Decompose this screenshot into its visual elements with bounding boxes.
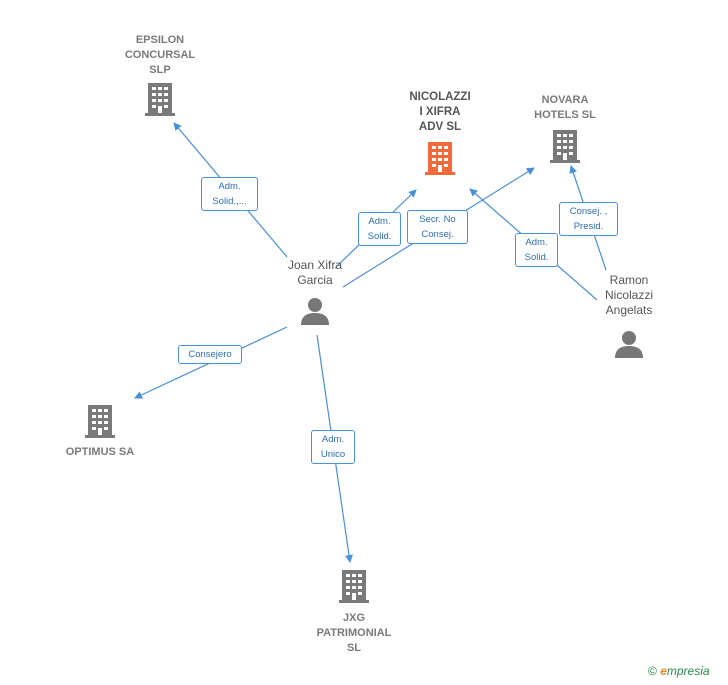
edge-label-joan-novara[interactable]: Secr. No Consej. bbox=[407, 210, 468, 244]
company-node-nicolazzi[interactable]: NICOLAZZI I XIFRA ADV SL bbox=[390, 90, 490, 181]
person-node-joan[interactable]: Joan Xifra Garcia bbox=[270, 258, 360, 331]
company-label-novara: NOVARA HOTELS SL bbox=[534, 94, 596, 121]
building-icon bbox=[425, 142, 455, 175]
edge-label-joan-optimus[interactable]: Consejero bbox=[178, 345, 242, 364]
building-icon bbox=[145, 83, 175, 116]
edge-label-ramon-novara[interactable]: Consej. , Presid. bbox=[559, 202, 618, 236]
brand-initial: e bbox=[660, 664, 667, 678]
person-node-ramon[interactable]: Ramon Nicolazzi Angelats bbox=[584, 273, 674, 364]
company-label-optimus: OPTIMUS SA bbox=[65, 446, 135, 458]
company-node-optimus[interactable]: OPTIMUS SA bbox=[50, 403, 150, 460]
person-label-ramon: Ramon Nicolazzi Angelats bbox=[604, 273, 653, 317]
edge-label-joan-epsilon[interactable]: Adm. Solid.,... bbox=[201, 177, 258, 211]
company-node-jxg[interactable]: JXG PATRIMONIAL SL bbox=[304, 568, 404, 656]
company-node-novara[interactable]: NOVARA HOTELS SL bbox=[515, 93, 615, 169]
brand-name: mpresia bbox=[666, 664, 710, 678]
copyright-symbol: © bbox=[648, 664, 657, 678]
building-icon bbox=[550, 130, 580, 163]
person-icon bbox=[301, 298, 329, 325]
edge-label-ramon-nicolazzi[interactable]: Adm. Solid. bbox=[515, 233, 558, 267]
edge-label-joan-nicolazzi[interactable]: Adm. Solid. bbox=[358, 212, 401, 246]
empresia-logo: © empresia bbox=[648, 664, 710, 678]
person-label-joan: Joan Xifra Garcia bbox=[287, 258, 343, 287]
company-label-epsilon: EPSILON CONCURSAL SLP bbox=[124, 34, 196, 76]
building-icon bbox=[85, 405, 115, 438]
company-label-nicolazzi: NICOLAZZI I XIFRA ADV SL bbox=[409, 91, 471, 133]
person-icon bbox=[615, 331, 643, 358]
company-node-epsilon[interactable]: EPSILON CONCURSAL SLP bbox=[110, 33, 210, 122]
company-label-jxg: JXG PATRIMONIAL SL bbox=[316, 612, 392, 654]
edge-label-joan-jxg[interactable]: Adm. Unico bbox=[311, 430, 355, 464]
building-icon bbox=[339, 570, 369, 603]
